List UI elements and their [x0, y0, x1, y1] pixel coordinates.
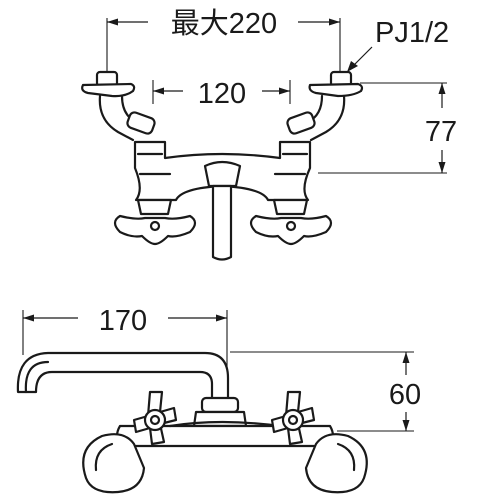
- spout-arm: [16, 351, 230, 406]
- spout-height-label: 60: [389, 379, 421, 411]
- left-inlet-leg: [81, 70, 156, 142]
- spout-length-label: 170: [99, 305, 147, 337]
- left-handle: [113, 198, 197, 246]
- right-wall-fitting: [304, 433, 368, 494]
- max-width-label: 最大220: [171, 7, 277, 40]
- thread-label: PJ1/2: [375, 17, 449, 49]
- spout-height-dimension: 60: [230, 351, 421, 432]
- thread-callout: PJ1/2: [347, 17, 449, 72]
- max-width-dimension: 最大220: [106, 7, 341, 74]
- right-inlet-leg: [286, 70, 364, 142]
- right-cross-handle: [270, 390, 316, 446]
- center-spacing-dimension: 120: [152, 78, 291, 110]
- left-wall-fitting: [82, 433, 146, 494]
- front-view: 最大220 120 PJ1/2 77: [81, 7, 457, 261]
- left-cross-handle: [132, 390, 178, 446]
- center-spacing-label: 120: [198, 78, 246, 110]
- spout-length-dimension: 170: [22, 305, 228, 395]
- side-view: 170 60: [16, 305, 421, 494]
- faucet-body: [133, 140, 312, 261]
- height-dimension: 77: [318, 82, 457, 174]
- right-handle: [249, 198, 333, 246]
- height-label: 77: [425, 116, 457, 148]
